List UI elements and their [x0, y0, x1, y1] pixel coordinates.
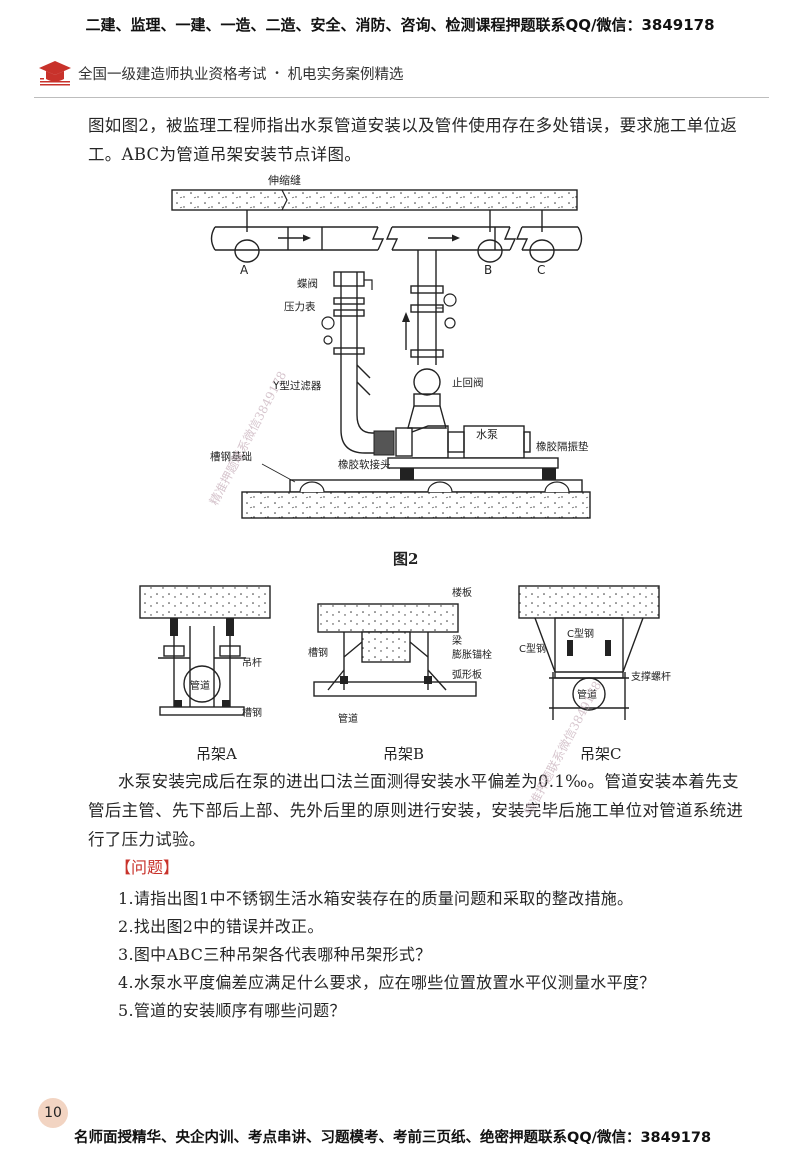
intro-line-1: 图如图2，被监理工程师指出水泵管道安装以及管件使用存在多处错误，要求施工单位返: [88, 116, 738, 135]
hanger-c-c-steel-2-label: C型钢: [519, 642, 546, 655]
questions-title: 【问题】: [115, 858, 180, 877]
graduation-cap-icon: [39, 61, 71, 86]
hanger-c-caption: 吊架C: [580, 745, 622, 763]
intro-line-2: 工。ABC为管道吊架安装节点详图。: [88, 145, 362, 164]
body-line-2: 管后主管、先下部后上部、先外后里的原则进行安装，安装完毕后施工单位对管道系统进: [88, 801, 744, 820]
header-separator: ·: [274, 64, 280, 82]
label-rubber-joint: 橡胶软接头: [338, 458, 391, 471]
hanger-b-pipe-label: 管道: [338, 712, 358, 725]
question-2: 2.找出图2中的错误并改正。: [118, 917, 324, 936]
question-5: 5.管道的安装顺序有哪些问题？: [118, 1001, 346, 1020]
hanger-a-rod-label: 吊杆: [242, 657, 262, 669]
page-number: 10: [38, 1098, 68, 1128]
hanger-a-channel-label: 槽钢: [242, 706, 262, 719]
label-b: B: [484, 263, 492, 277]
top-banner: 二建、监理、一建、一造、二造、安全、消防、咨询、检测课程押题联系QQ/微信：38…: [85, 16, 715, 34]
hanger-b-beam-label: 梁: [452, 634, 462, 647]
label-expansion-joint: 伸缩缝: [268, 173, 301, 187]
page-header: 全国一级建造师执业资格考试 · 机电实务案例精选: [38, 58, 404, 88]
question-4: 4.水泵水平度偏差应满足什么要求，应在哪些位置放置水平仪测量水平度？: [118, 973, 656, 992]
pump-base: [387, 457, 559, 469]
figure-2-caption: 图2: [393, 550, 419, 568]
label-butterfly-valve: 蝶阀: [297, 277, 318, 290]
discharge-riser: [407, 250, 447, 429]
header-subtitle: 机电实务案例精选: [287, 66, 404, 83]
label-rubber-pad: 橡胶隔振垫: [536, 440, 589, 453]
ceiling-slab: [171, 189, 578, 211]
hanger-b-slab-label: 楼板: [452, 586, 472, 599]
hanger-a-caption: 吊架A: [196, 745, 237, 763]
hanger-a-pipe-label: 管道: [190, 679, 210, 692]
header-divider: [34, 97, 769, 98]
hanger-a-diagram: 管道 吊杆 槽钢: [139, 585, 271, 719]
suction-pipe: [333, 271, 375, 454]
hanger-c-c-steel-1-label: C型钢: [567, 627, 594, 640]
label-concrete-base: 槽钢基础: [210, 450, 252, 463]
hanger-c-pipe-label: 管道: [577, 688, 597, 701]
label-pump: 水泵: [476, 428, 498, 441]
hanger-c-support-rod-label: 支撑螺杆: [631, 670, 671, 683]
hanger-b-anchor-label: 膨胀锚栓: [452, 648, 492, 661]
header-title: 全国一级建造师执业资格考试: [78, 66, 267, 83]
body-line-3: 行了压力试验。: [88, 830, 206, 849]
rubber-flex-joint: [373, 430, 395, 456]
question-1: 1.请指出图1中不锈钢生活水箱安装存在的质量问题和采取的整改措施。: [118, 889, 634, 908]
body-line-1: 水泵安装完成后在泵的进出口法兰面测得安装水平偏差为0.1‰。管道安装本着先支: [118, 772, 739, 791]
label-a: A: [240, 263, 249, 277]
label-c: C: [537, 263, 545, 277]
label-pressure-gauge: 压力表: [284, 300, 316, 313]
hanger-b-channel-label: 槽钢: [308, 646, 328, 659]
main-pipe: [210, 226, 583, 251]
water-pump: [395, 425, 531, 459]
hanger-b-arc-plate-label: 弧形板: [452, 668, 482, 681]
question-3: 3.图中ABC三种吊架各代表哪种吊架形式？: [118, 945, 432, 964]
bottom-banner: 名师面授精华、央企内训、考点串讲、习题模考、考前三页纸、绝密押题联系QQ/微信：…: [74, 1130, 712, 1146]
figure-2-diagram: 伸缩缝 A B C: [171, 173, 591, 519]
hanger-b-diagram: 楼板 梁 膨胀锚栓 槽钢 弧形板 管道: [308, 586, 492, 725]
label-y-strainer: Y型过滤器: [272, 379, 322, 392]
hanger-c-diagram: C型钢 C型钢 管道 支撑螺杆: [518, 585, 671, 720]
label-check-valve: 止回阀: [452, 376, 484, 389]
floor-slab: [241, 491, 591, 519]
hanger-b-caption: 吊架B: [383, 745, 425, 763]
